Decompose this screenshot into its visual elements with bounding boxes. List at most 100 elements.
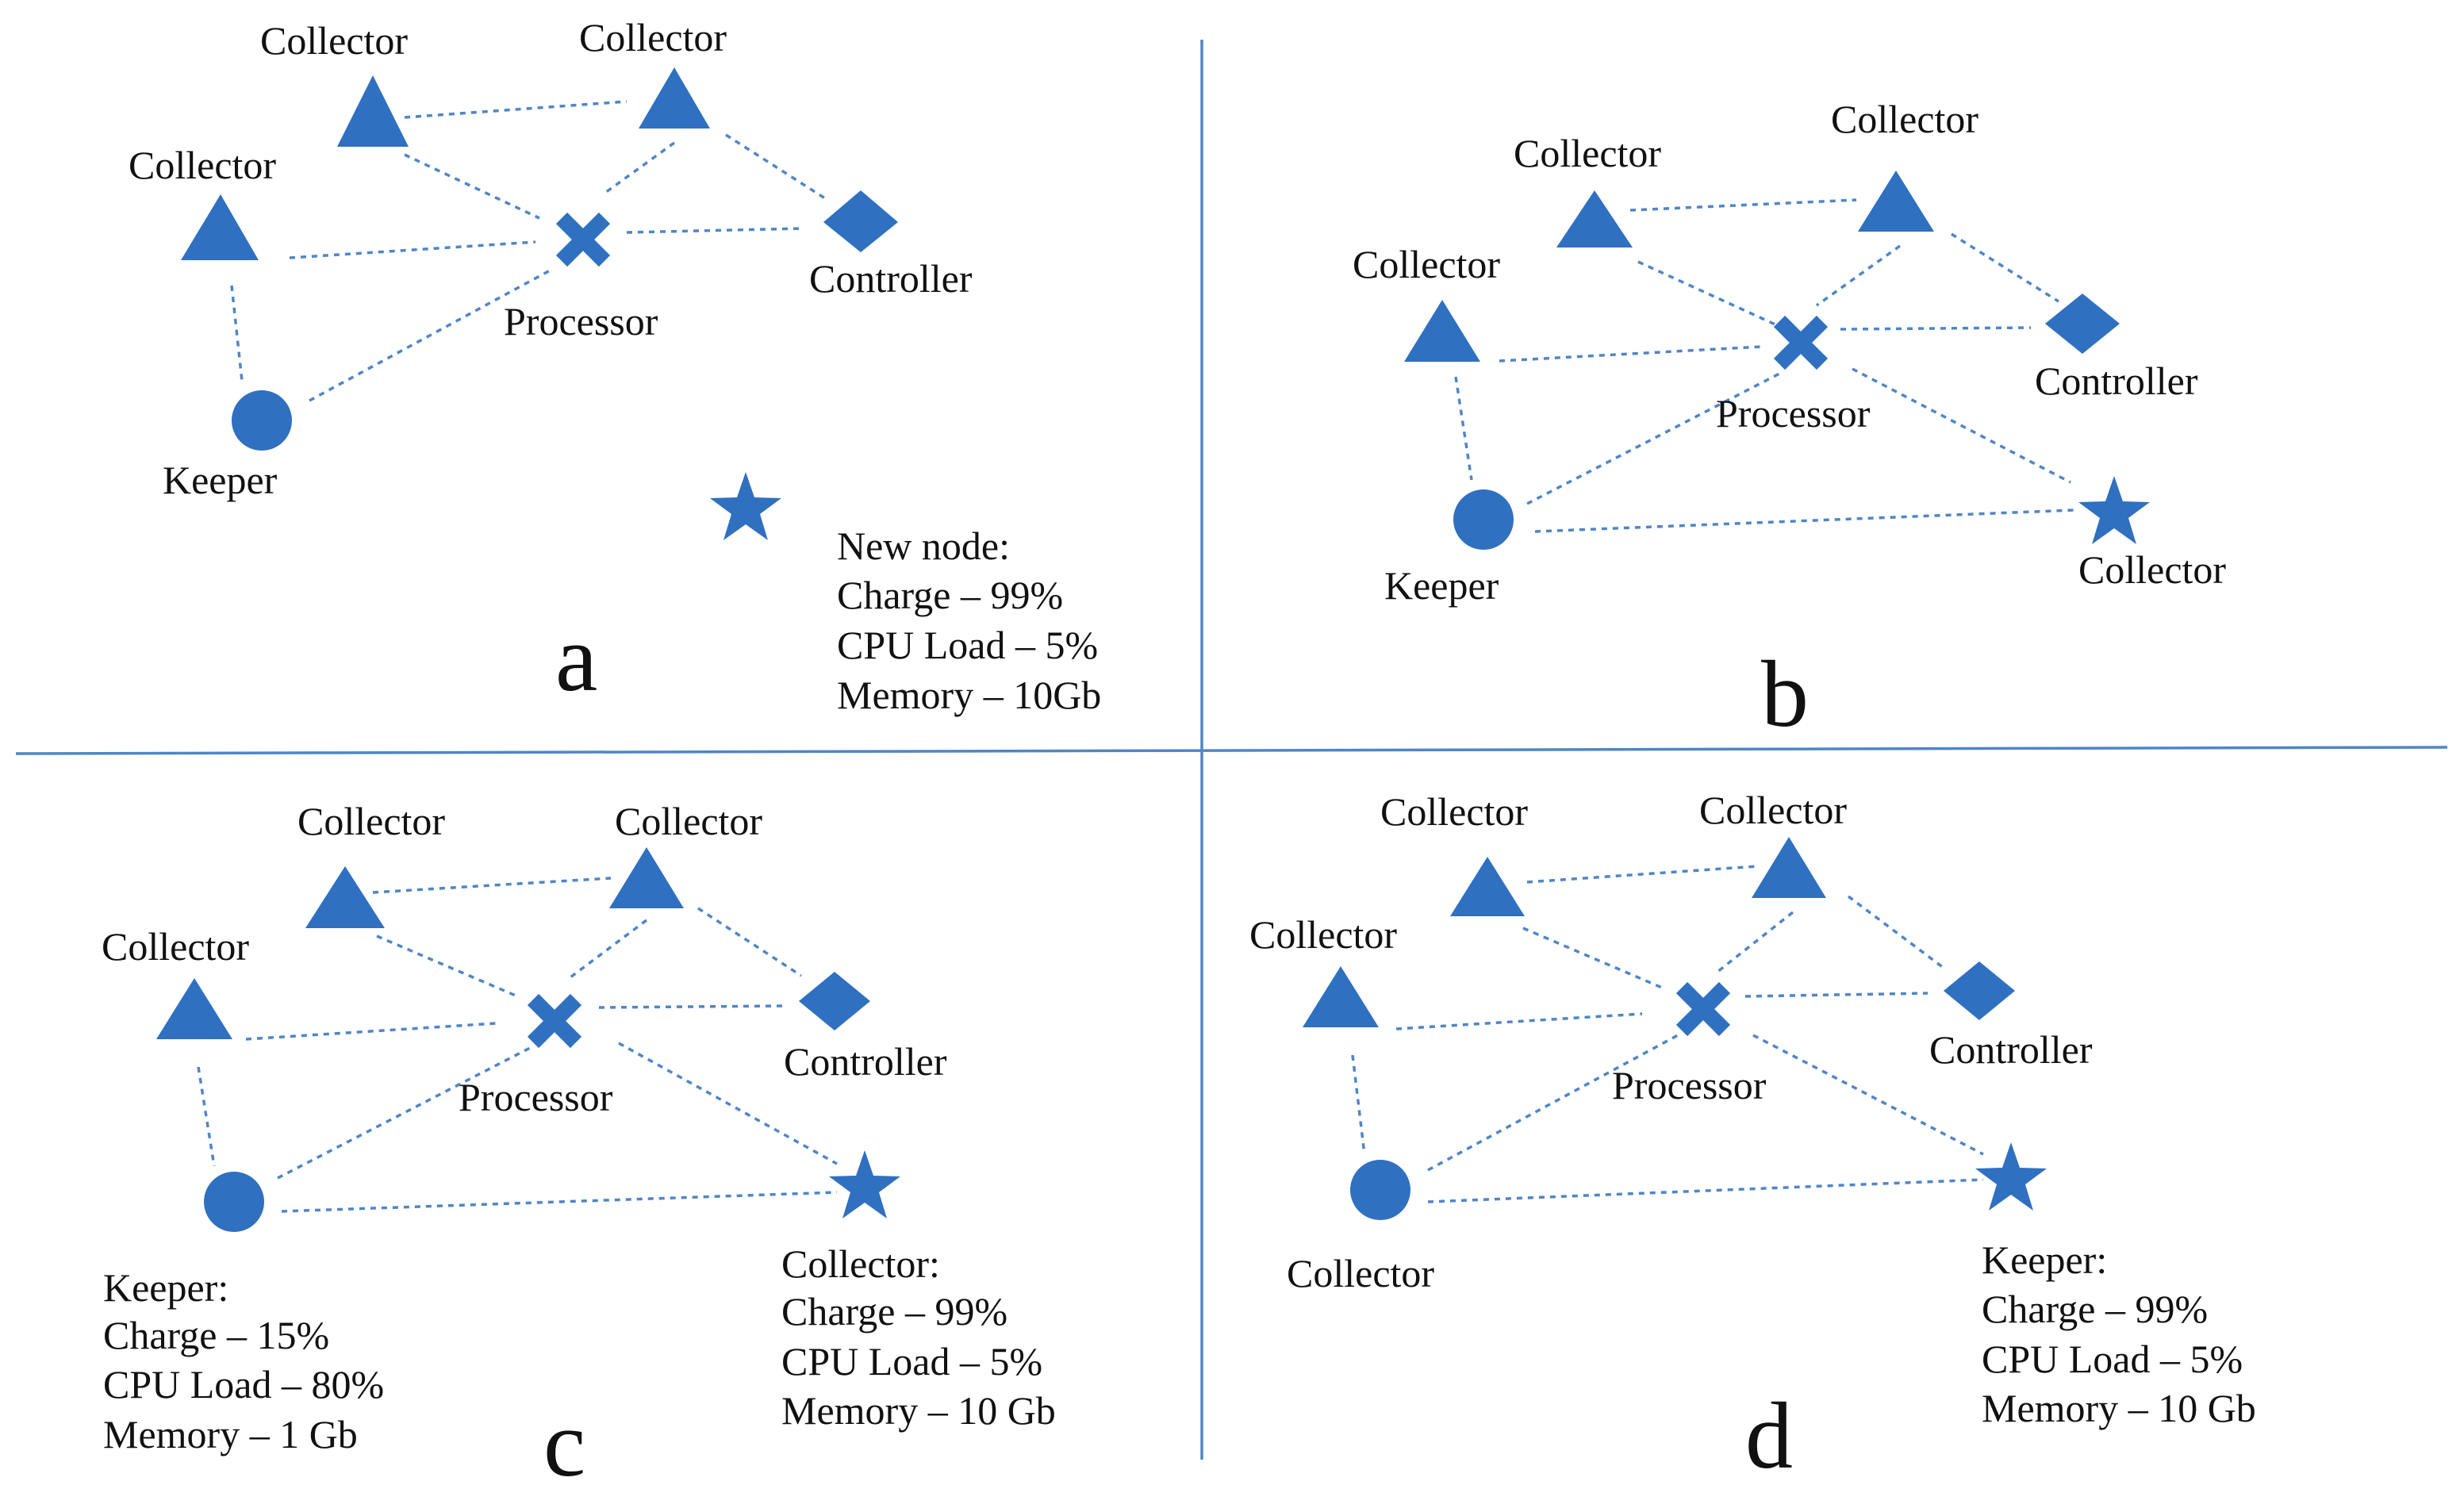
panel-b: Collector Collector Collector Processor … xyxy=(1353,97,2226,746)
panel-a: Collector Collector Collector Processor … xyxy=(129,15,1101,717)
edge xyxy=(404,153,540,220)
collector-circle-icon xyxy=(1350,1160,1410,1220)
collector-star-icon xyxy=(829,1150,900,1218)
edge xyxy=(1951,232,2059,303)
collector-label: Collector xyxy=(260,18,408,63)
info-line: Memory – 1 Gb xyxy=(103,1412,358,1456)
keeper-label: Keeper xyxy=(1384,563,1499,608)
edge xyxy=(245,1022,497,1041)
keeper-node-icon xyxy=(204,1172,264,1232)
keeper-star-icon xyxy=(1975,1142,2047,1211)
info-line: Memory – 10 Gb xyxy=(781,1388,1056,1433)
collector-node-icon xyxy=(305,866,385,928)
panel-c: Collector Collector Collector Processor … xyxy=(102,799,1056,1496)
edge xyxy=(1526,865,1758,884)
info-line: Charge – 15% xyxy=(103,1313,329,1357)
collector-label: Collector xyxy=(2078,547,2226,592)
collector-label: Collector xyxy=(1287,1251,1434,1295)
edge xyxy=(1454,376,1473,481)
edge xyxy=(1427,1034,1679,1172)
panel-letter: d xyxy=(1745,1383,1793,1488)
info-line: New node: xyxy=(837,524,1010,568)
collector-node-icon xyxy=(1303,966,1379,1027)
info-line: Charge – 99% xyxy=(1982,1287,2208,1331)
edge xyxy=(725,133,826,200)
controller-node-icon xyxy=(799,972,870,1030)
info-line: Memory – 10Gb xyxy=(837,673,1101,717)
panel-letter: c xyxy=(543,1391,585,1496)
new-node-info: New node: Charge – 99% CPU Load – 5% Mem… xyxy=(837,524,1101,717)
edge xyxy=(404,100,627,119)
keeper-label: Keeper xyxy=(163,458,278,502)
edge xyxy=(1351,1054,1366,1155)
collector-node-icon xyxy=(1450,857,1525,916)
collector-label: Collector xyxy=(1353,242,1500,286)
edge xyxy=(230,285,244,382)
collector-label: Collector xyxy=(1699,788,1847,832)
controller-label: Controller xyxy=(809,256,973,301)
edge xyxy=(1526,371,1782,505)
panel-letter: b xyxy=(1761,641,1809,746)
collector-label: Collector xyxy=(1249,912,1397,957)
collector-node-icon xyxy=(609,847,684,908)
info-line: Charge – 99% xyxy=(837,573,1063,617)
collector-label: Collector xyxy=(297,799,445,843)
processor-label: Processor xyxy=(1716,391,1871,436)
edge xyxy=(1752,1034,1984,1156)
panel-letter: a xyxy=(555,605,597,711)
edge xyxy=(1637,260,1778,327)
processor-node-icon xyxy=(1773,315,1829,370)
edge xyxy=(601,141,676,196)
info-line: Collector: xyxy=(781,1241,940,1286)
collector-label: Collector xyxy=(1831,97,1978,141)
horizontal-divider xyxy=(15,746,2448,755)
processor-label: Processor xyxy=(459,1075,613,1119)
info-line: Memory – 10 Gb xyxy=(1982,1386,2256,1430)
info-line: CPU Load – 80% xyxy=(103,1362,384,1406)
controller-node-icon xyxy=(1944,961,2015,1020)
collector-node-icon xyxy=(1404,300,1480,362)
info-line: Keeper: xyxy=(1982,1238,2107,1282)
collector-node-icon xyxy=(337,75,409,147)
collector-label: Collector xyxy=(129,143,276,187)
edge xyxy=(289,240,536,259)
edge xyxy=(197,1066,216,1167)
keeper-node-icon xyxy=(232,390,292,451)
edge xyxy=(1852,367,2071,484)
info-line: CPU Load – 5% xyxy=(1982,1337,2243,1381)
collector-label: Collector xyxy=(615,799,762,843)
edge xyxy=(697,907,802,977)
edge xyxy=(1847,895,1945,969)
controller-label: Controller xyxy=(784,1039,947,1084)
info-line: Keeper: xyxy=(103,1265,228,1310)
processor-node-icon xyxy=(555,212,611,267)
keeper-info: Keeper: Charge – 99% CPU Load – 5% Memor… xyxy=(1982,1238,2256,1430)
info-line: Charge – 99% xyxy=(781,1289,1007,1334)
collector-node-icon xyxy=(1858,171,1934,232)
collector-label: Collector xyxy=(1380,789,1528,834)
edge xyxy=(1744,992,1928,998)
collector-node-icon xyxy=(156,978,232,1039)
info-line: CPU Load – 5% xyxy=(837,623,1098,667)
keeper-node-icon xyxy=(1453,489,1514,550)
keeper-info: Keeper: Charge – 15% CPU Load – 80% Memo… xyxy=(103,1265,384,1456)
edge xyxy=(309,268,552,402)
edge xyxy=(1522,927,1663,989)
edge xyxy=(1716,911,1794,973)
edge xyxy=(1427,1178,1984,1203)
controller-node-icon xyxy=(823,190,898,252)
edge xyxy=(1840,326,2032,331)
collector-label: Collector xyxy=(579,15,727,59)
controller-label: Controller xyxy=(2035,359,2198,403)
processor-node-icon xyxy=(527,993,582,1049)
processor-label: Processor xyxy=(504,299,658,343)
collector-node-icon xyxy=(639,67,710,129)
collector-node-icon xyxy=(1556,190,1633,248)
edge xyxy=(376,934,516,997)
edge xyxy=(626,227,802,234)
collector-star-icon xyxy=(2078,476,2150,544)
edge xyxy=(1499,345,1762,363)
edge xyxy=(277,1046,532,1180)
panel-d: Collector Collector Collector Processor … xyxy=(1249,788,2256,1488)
